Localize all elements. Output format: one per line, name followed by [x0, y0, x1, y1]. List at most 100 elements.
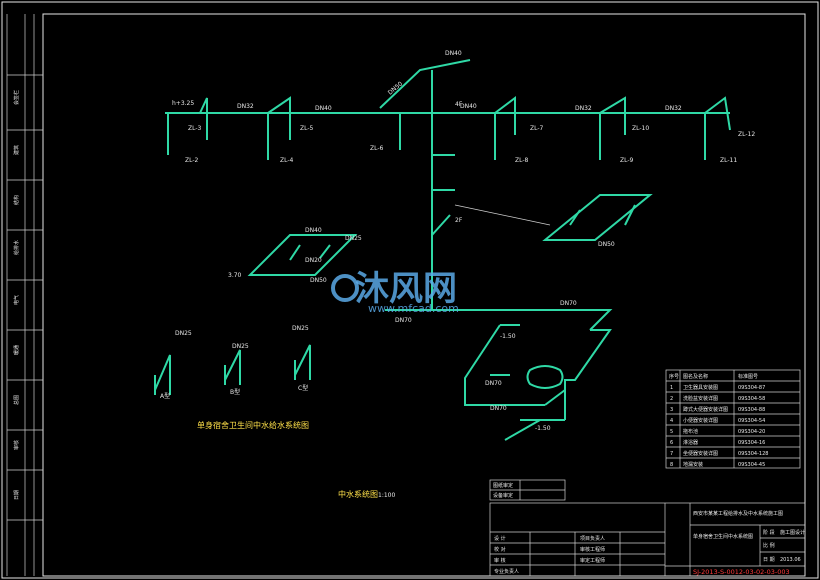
notes-cell: 3 — [670, 407, 673, 413]
riser-zl7: ZL-7 — [530, 125, 544, 132]
notes-cell: 2 — [670, 396, 673, 402]
floor-label-2f: 2F — [455, 217, 463, 224]
riser-zl12: ZL-12 — [738, 131, 755, 138]
tb-stage-value: 施工图设计 — [780, 529, 805, 536]
pipe-label-dn70-b: DN70 — [560, 300, 577, 307]
notes-cell: 09S304-128 — [738, 451, 768, 457]
inner-border — [42, 13, 806, 577]
pipe-label-dn32-b: DN32 — [575, 105, 592, 112]
pipe-label-dn25-c: DN25 — [232, 343, 249, 350]
drawing-title: 中水系统图 — [338, 489, 378, 499]
tb-project-name: 西安市某某工程给排水及中水系统施工图 — [693, 510, 783, 517]
pipe-label-dn70-c: DN70 — [485, 380, 502, 387]
elev-label-1: h+3.25 — [172, 100, 194, 107]
notes-cell: 6 — [670, 440, 673, 446]
notes-cell: 4 — [670, 418, 673, 424]
strip-text-0: 会签栏 — [13, 90, 20, 105]
riser-zl2: ZL-2 — [185, 157, 199, 164]
notes-cell: 坐便器安装详图 — [683, 450, 718, 457]
left-signature-strip: 会签栏 建筑 结构 给排水 电气 暖通 总图 审核 日期 — [6, 14, 43, 576]
pipe-label-dn40-b: DN40 — [445, 50, 462, 57]
notes-cell: 09S304-45 — [738, 462, 765, 468]
tb-date-label: 日 期 — [763, 557, 775, 563]
tb-sign-row: 审 核 — [494, 557, 506, 564]
upper-labels: h+3.25 DN32 DN40 DN40 DN50 DN40 DN32 DN3… — [172, 50, 755, 224]
watermark-url: www.mfcad.com — [368, 302, 459, 315]
tb-sign-row: 设 计 — [494, 535, 506, 542]
pipe-label-dn40-c: DN40 — [460, 103, 477, 110]
approval-table: 图纸审定 设备审定 — [489, 479, 566, 501]
tb-scale-label: 比 例 — [763, 542, 775, 549]
pipe-label-dn40-a: DN40 — [315, 105, 332, 112]
tb-drawing-name: 单身宿舍卫生间中水系统图 — [693, 533, 753, 540]
type-c-label: C型 — [298, 384, 308, 392]
notes-cell: 8 — [670, 462, 673, 468]
pipe-label-dn32-a: DN32 — [237, 103, 254, 110]
strip-text-3: 给排水 — [13, 240, 20, 255]
pipe-label-dn50-b: DN50 — [598, 241, 615, 248]
tb-sign-row: 校 对 — [494, 546, 506, 553]
riser-zl5: ZL-5 — [300, 125, 314, 132]
strip-text-5: 暖通 — [13, 345, 20, 355]
pipe-label-dn20-a: DN20 — [305, 257, 322, 264]
pipe-label-dn40-d: DN40 — [305, 227, 322, 234]
tb-date-value: 2013.06 — [780, 557, 801, 563]
notes-cell: 小便器安装详图 — [683, 417, 718, 424]
notes-cell: 09S304-54 — [738, 418, 765, 424]
riser-zl9: ZL-9 — [620, 157, 634, 164]
pipe-label-dn25-b: DN25 — [175, 330, 192, 337]
notes-cell: 蹲式大便器安装详图 — [683, 406, 728, 413]
pipe-label-dn50-c: DN50 — [310, 277, 327, 284]
strip-text-6: 总图 — [13, 395, 20, 405]
notes-cell: 拖布池 — [683, 428, 698, 435]
notes-cell: 09S304-58 — [738, 396, 765, 402]
approval-row-0: 图纸审定 — [493, 482, 513, 489]
watermark-logo-text: 沐风网 — [355, 269, 457, 309]
riser-zl3: ZL-3 — [188, 125, 202, 132]
strip-text-8: 日期 — [14, 490, 20, 500]
tb-role-row: 项目负责人 — [580, 535, 605, 542]
notes-cell: 洗脸盆安装详图 — [683, 395, 718, 402]
riser-zl6: ZL-6 — [370, 145, 384, 152]
drawing-scale: 1:100 — [378, 492, 395, 499]
notes-table: 序号 图名及名称 标准图号 1 卫生器具安装图 09S304-87 2 洗脸盆安… — [665, 369, 801, 469]
elev-label-3: -1.50 — [500, 333, 516, 340]
tb-sign-row: 专业负责人 — [494, 568, 519, 575]
notes-cell: 1 — [670, 385, 673, 391]
tb-role-row: 审核工程师 — [580, 546, 605, 553]
riser-zl11: ZL-11 — [720, 157, 737, 164]
watermark: 沐风网 www.mfcad.com — [331, 269, 459, 315]
type-details: DN25 DN25 DN25 A型 B型 C型 — [154, 325, 311, 400]
riser-zl10: ZL-10 — [632, 125, 649, 132]
notes-cell: 卫生器具安装图 — [683, 384, 718, 391]
middle-left-branch: DN40 DN25 DN20 DN50 3.70 — [228, 227, 362, 284]
pipe-label-dn70-d: DN70 — [490, 405, 507, 412]
notes-header-0: 序号 — [669, 373, 679, 380]
title-block: 西安市某某工程给排水及中水系统施工图 单身宿舍卫生间中水系统图 阶 段 施工图设… — [489, 502, 806, 577]
notes-cell: 09S304-16 — [738, 440, 765, 446]
strip-text-4: 电气 — [13, 295, 20, 305]
tb-drawing-number: SJ-2013-S-0012-03-02-03-003 — [693, 568, 790, 576]
pipe-label-dn25-a: DN25 — [345, 235, 362, 242]
system-subtitle: 单身宿舍卫生间中水给水系统图 — [197, 420, 309, 430]
notes-cell: 地漏安装 — [683, 461, 703, 468]
notes-header-2: 标准图号 — [738, 373, 758, 380]
notes-header-1: 图名及名称 — [683, 373, 708, 380]
type-a-label: A型 — [160, 392, 170, 400]
notes-cell: 7 — [670, 451, 673, 457]
notes-cell: 09S304-87 — [738, 385, 765, 391]
upper-pipe-system — [165, 59, 731, 310]
pipe-label-dn32-c: DN32 — [665, 105, 682, 112]
notes-cell: 5 — [670, 429, 673, 435]
riser-zl8: ZL-8 — [515, 157, 529, 164]
strip-text-1: 建筑 — [13, 145, 20, 155]
tb-stage-label: 阶 段 — [763, 529, 775, 536]
pipe-label-dn70-a: DN70 — [395, 317, 412, 324]
lower-pipe-system: DN70 DN70 DN70 DN70 -1.50 -1.50 — [385, 300, 613, 441]
floor-label-4f: 4F — [455, 101, 463, 108]
approval-row-1: 设备审定 — [493, 492, 513, 499]
riser-zl4: ZL-4 — [280, 157, 294, 164]
